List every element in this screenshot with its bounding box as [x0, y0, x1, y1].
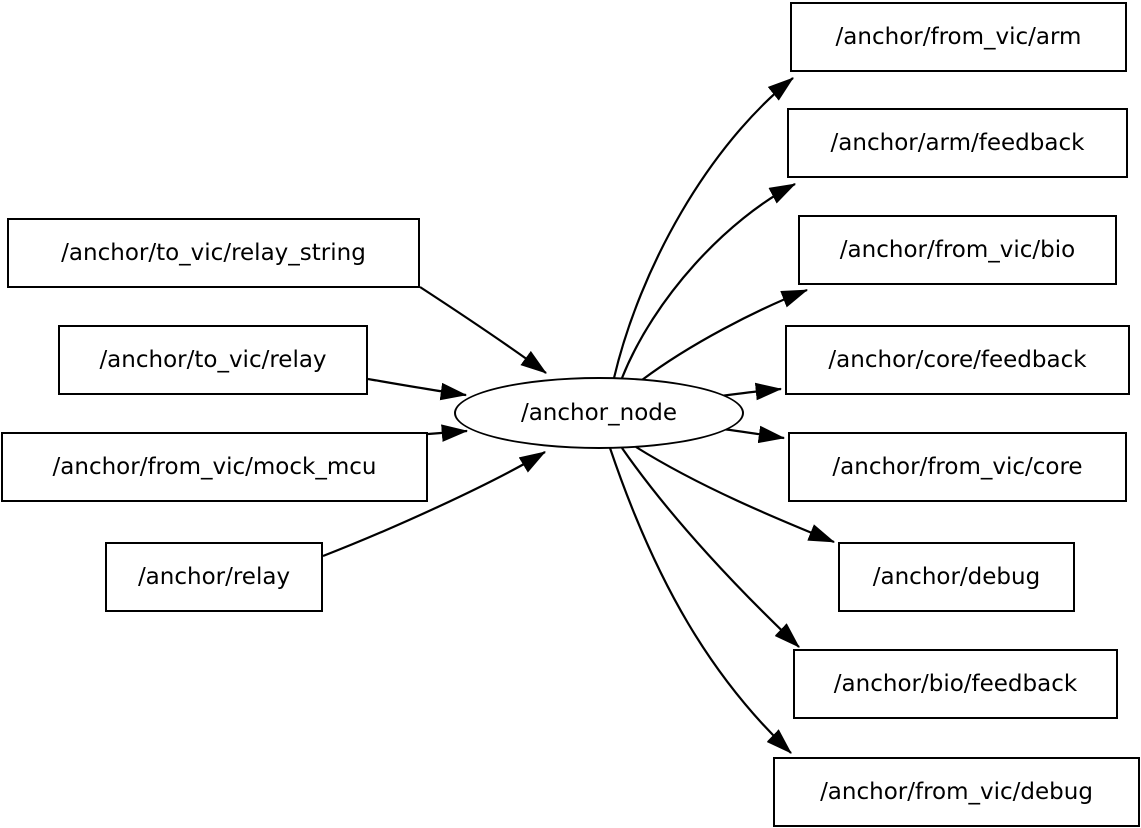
- topic-anchor-core-feedback[interactable]: /anchor/core/feedback: [785, 325, 1130, 395]
- topic-label: /anchor/bio/feedback: [833, 671, 1078, 697]
- topic-anchor-bio-feedback[interactable]: /anchor/bio/feedback: [793, 649, 1118, 719]
- topic-label: /anchor/arm/feedback: [830, 130, 1085, 156]
- topic-label: /anchor/from_vic/bio: [839, 237, 1076, 263]
- topic-anchor-from-vic-core[interactable]: /anchor/from_vic/core: [788, 432, 1127, 502]
- topic-anchor-to-vic-relay[interactable]: /anchor/to_vic/relay: [58, 325, 368, 395]
- topic-label: /anchor/from_vic/mock_mcu: [52, 454, 377, 480]
- edge-anchor-node-to-anchor-arm-feedback: [620, 183, 796, 379]
- topic-anchor-from-vic-debug[interactable]: /anchor/from_vic/debug: [773, 757, 1140, 827]
- edge-anchor-node-to-anchor-from-vic-bio: [641, 288, 809, 381]
- node-anchor-node[interactable]: /anchor_node: [454, 377, 744, 449]
- topic-anchor-from-vic-bio[interactable]: /anchor/from_vic/bio: [798, 215, 1117, 285]
- edge-anchor-node-to-anchor-bio-feedback: [621, 447, 800, 648]
- edge-anchor-node-to-anchor-from-vic-arm: [612, 77, 794, 379]
- topic-anchor-from-vic-arm[interactable]: /anchor/from_vic/arm: [790, 2, 1127, 72]
- edge-anchor-node-to-anchor-from-vic-debug: [608, 447, 792, 754]
- topic-label: /anchor/from_vic/debug: [820, 779, 1093, 805]
- topic-anchor-arm-feedback[interactable]: /anchor/arm/feedback: [787, 108, 1128, 178]
- topic-anchor-from-vic-mock-mcu[interactable]: /anchor/from_vic/mock_mcu: [1, 432, 428, 502]
- topic-anchor-relay[interactable]: /anchor/relay: [105, 542, 323, 612]
- edge-anchor-to-vic-relay-string-to-anchor-node: [419, 286, 547, 374]
- topic-label: /anchor/relay: [137, 564, 291, 590]
- topic-label: /anchor/from_vic/core: [832, 454, 1083, 480]
- topic-label: /anchor/to_vic/relay: [99, 347, 327, 373]
- topic-label: /anchor/to_vic/relay_string: [61, 240, 366, 266]
- edge-anchor-node-to-anchor-debug: [635, 446, 836, 544]
- topic-anchor-to-vic-relay-string[interactable]: /anchor/to_vic/relay_string: [7, 218, 420, 288]
- topic-label: /anchor/debug: [872, 564, 1041, 590]
- topic-anchor-debug[interactable]: /anchor/debug: [838, 542, 1075, 612]
- topic-label: /anchor/core/feedback: [828, 347, 1087, 373]
- edge-anchor-relay-to-anchor-node: [322, 451, 546, 558]
- edge-anchor-from-vic-mock-mcu-to-anchor-node: [427, 424, 469, 442]
- node-label: /anchor_node: [520, 400, 678, 426]
- topic-label: /anchor/from_vic/arm: [835, 24, 1082, 50]
- edge-anchor-to-vic-relay-to-anchor-node: [367, 377, 468, 401]
